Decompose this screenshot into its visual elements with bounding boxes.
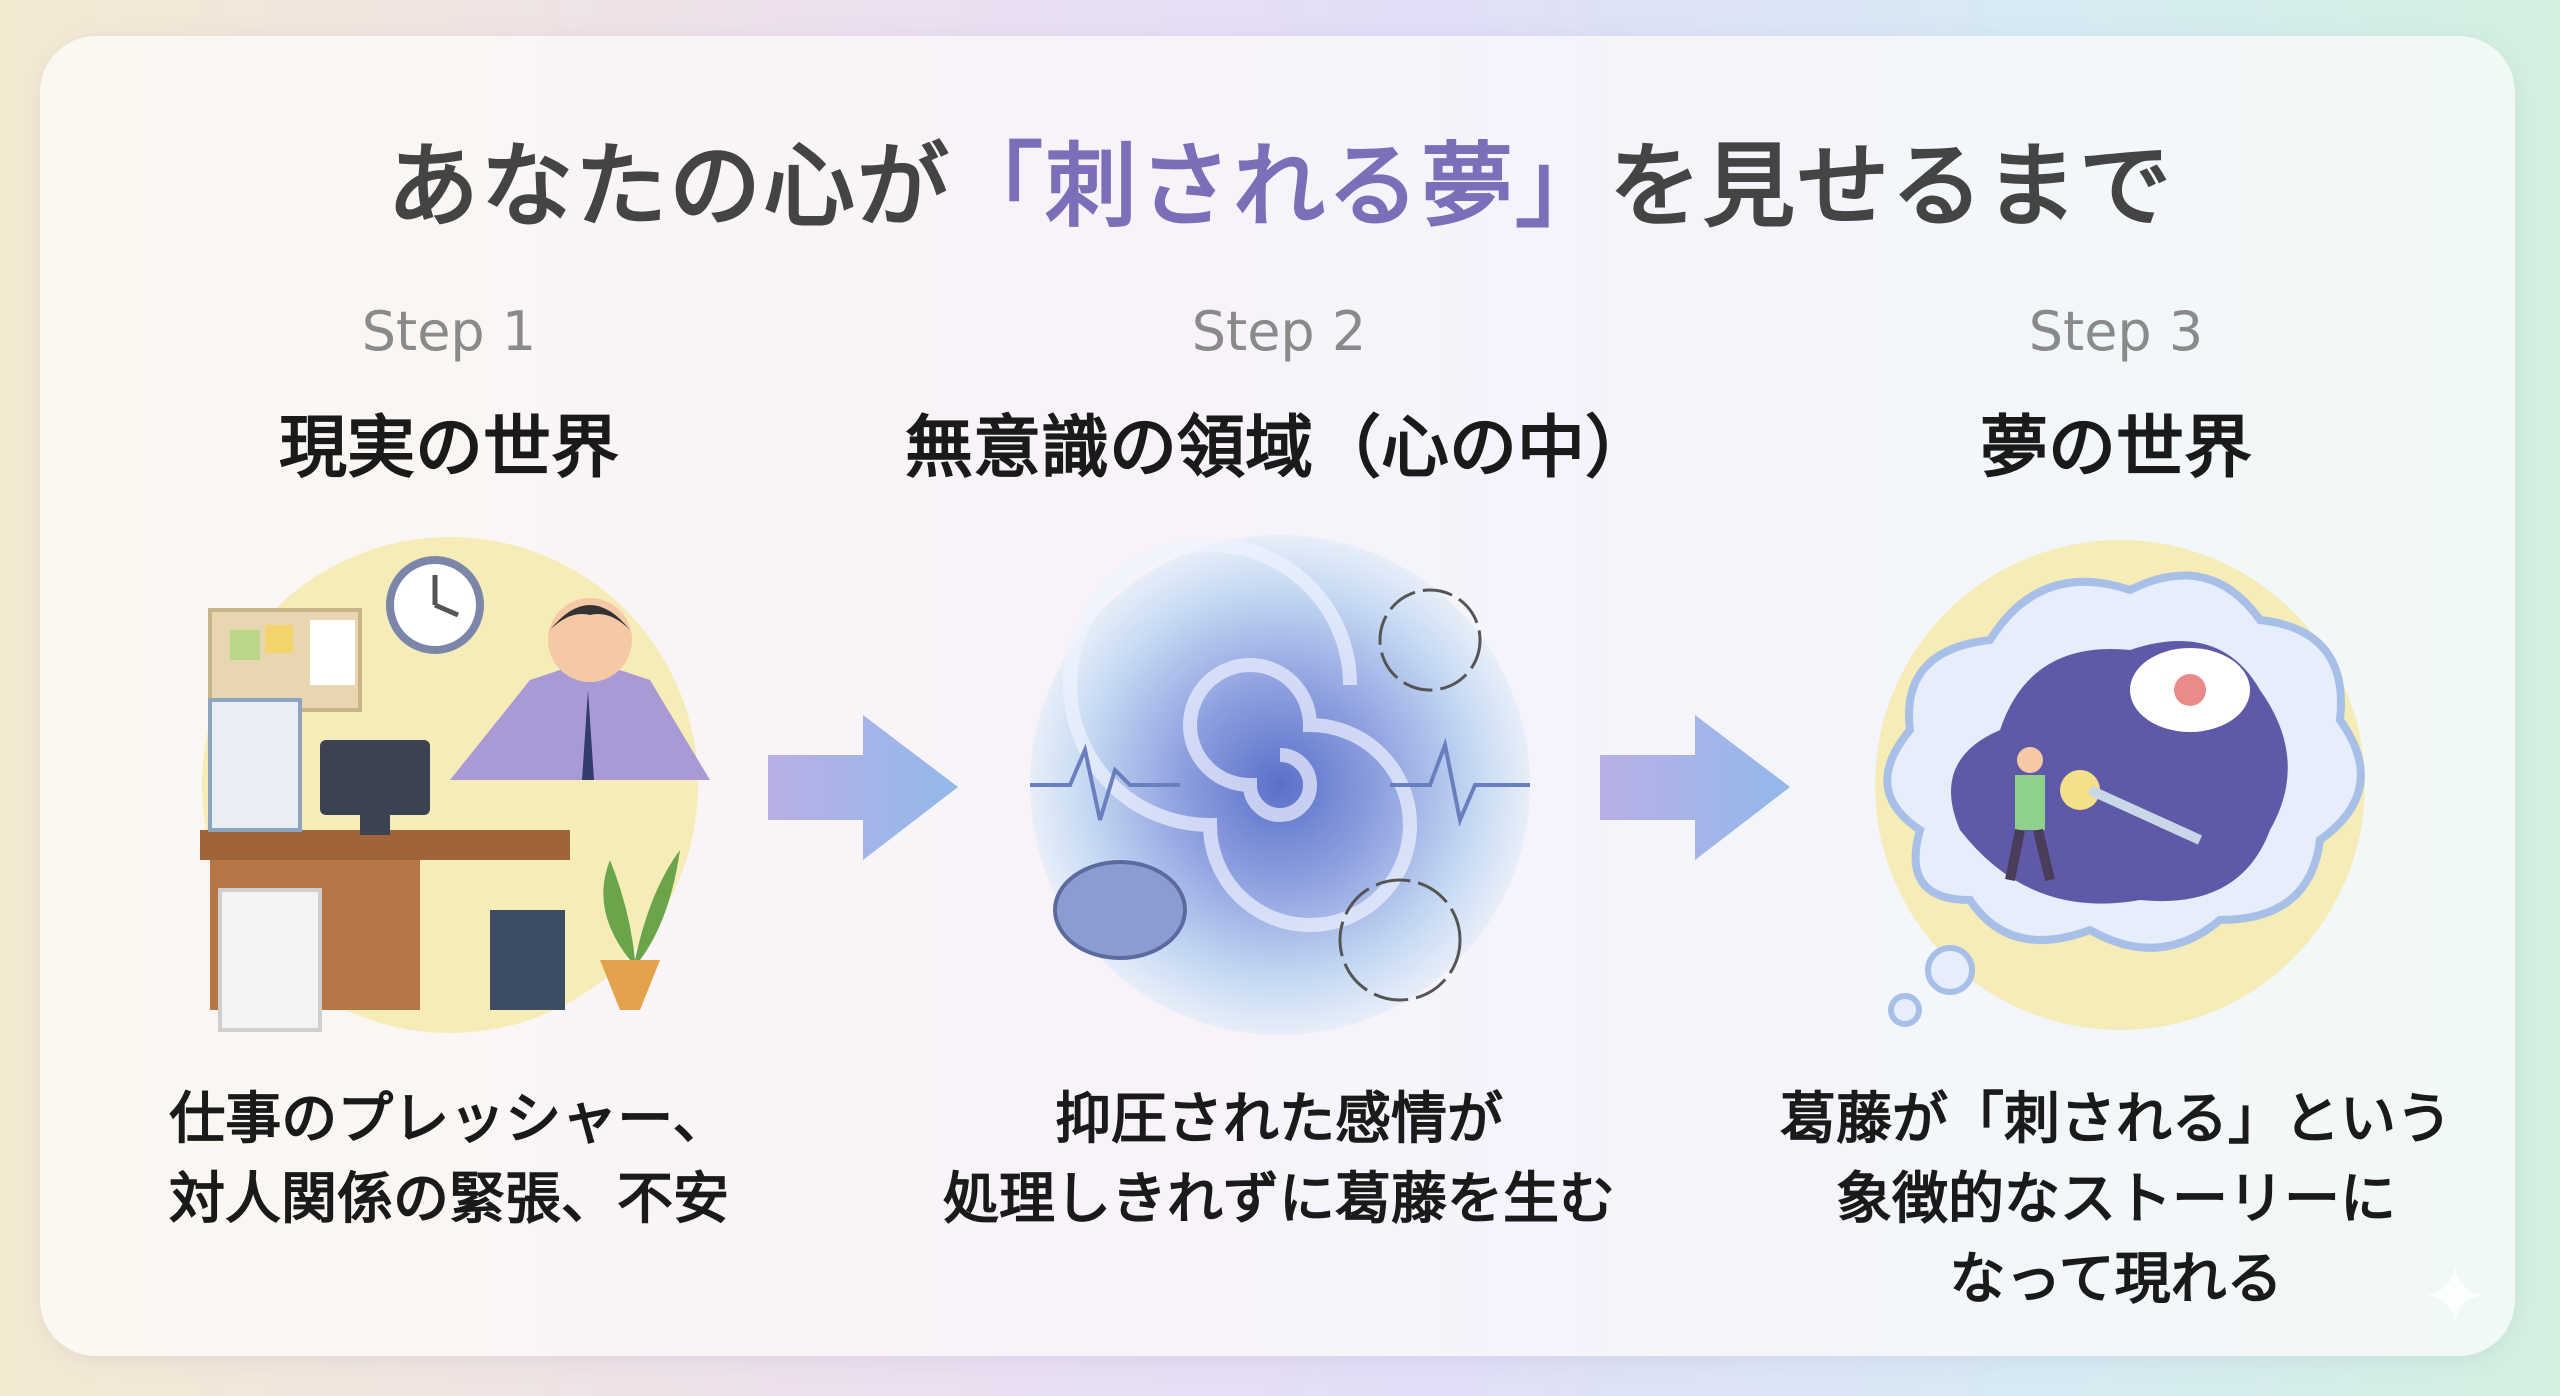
step-2-label: Step 2 xyxy=(1191,300,1367,363)
description-line: なって現れる xyxy=(1949,1247,2283,1312)
title-highlight: 「刺される夢」 xyxy=(950,133,1609,240)
step-1-label: Step 1 xyxy=(361,300,537,363)
title-prefix: あなたの心が xyxy=(386,133,951,240)
step-3-heading: 夢の世界 xyxy=(1979,409,2252,488)
step-3-label: Step 3 xyxy=(2028,300,2204,363)
step-2-description: 抑圧された感情が 処理しきれずに葛藤を生む xyxy=(899,1080,1659,1240)
description-line: 処理しきれずに葛藤を生む xyxy=(943,1167,1615,1232)
stressed-office-worker-icon xyxy=(200,537,710,1033)
step-3-description: 葛藤が「刺される」という 象徴的なストーリーに なって現れる xyxy=(1736,1080,2496,1320)
description-line: 仕事のプレッシャー、 xyxy=(169,1087,729,1152)
description-line: 抑圧された感情が xyxy=(1055,1087,1503,1152)
arrow-right-icon xyxy=(1600,715,1790,860)
step-1-heading: 現実の世界 xyxy=(278,409,619,488)
description-line: 葛藤が「刺される」という xyxy=(1780,1087,2452,1152)
page-title: あなたの心が「刺される夢」を見せるまで xyxy=(0,112,2560,245)
dream-cloud-icon xyxy=(1875,540,2365,1030)
description-line: 象徴的なストーリーに xyxy=(1836,1167,2396,1232)
step-2-heading: 無意識の領域（心の中） xyxy=(904,409,1653,488)
arrow-right-icon xyxy=(768,715,958,860)
sparkle-icon xyxy=(2425,1265,2485,1325)
subconscious-swirl-icon xyxy=(1030,535,1530,1035)
step-1-description: 仕事のプレッシャー、 対人関係の緊張、不安 xyxy=(69,1080,829,1240)
description-line: 対人関係の緊張、不安 xyxy=(169,1167,729,1232)
title-suffix: を見せるまで xyxy=(1609,133,2174,240)
